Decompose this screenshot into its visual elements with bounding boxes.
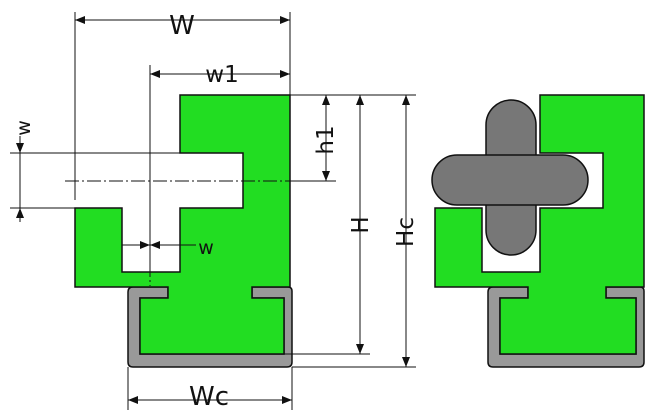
label-h1: h1 xyxy=(313,125,339,154)
left-green-profile xyxy=(74,94,291,355)
label-w-left: w xyxy=(13,120,35,136)
label-H: H xyxy=(348,216,374,233)
center-lines xyxy=(65,65,336,286)
label-w1: w1 xyxy=(205,62,238,88)
right-guide-assembly xyxy=(431,94,645,368)
label-Hc: Hc xyxy=(393,217,419,247)
left-guide-assembly xyxy=(74,94,293,368)
arrowheads xyxy=(16,16,410,404)
right-green-profile xyxy=(434,94,645,355)
label-Wc: Wc xyxy=(189,382,229,412)
label-w-inner: w xyxy=(198,237,214,259)
chain-link-cross xyxy=(431,99,589,256)
label-W: W xyxy=(169,11,195,41)
